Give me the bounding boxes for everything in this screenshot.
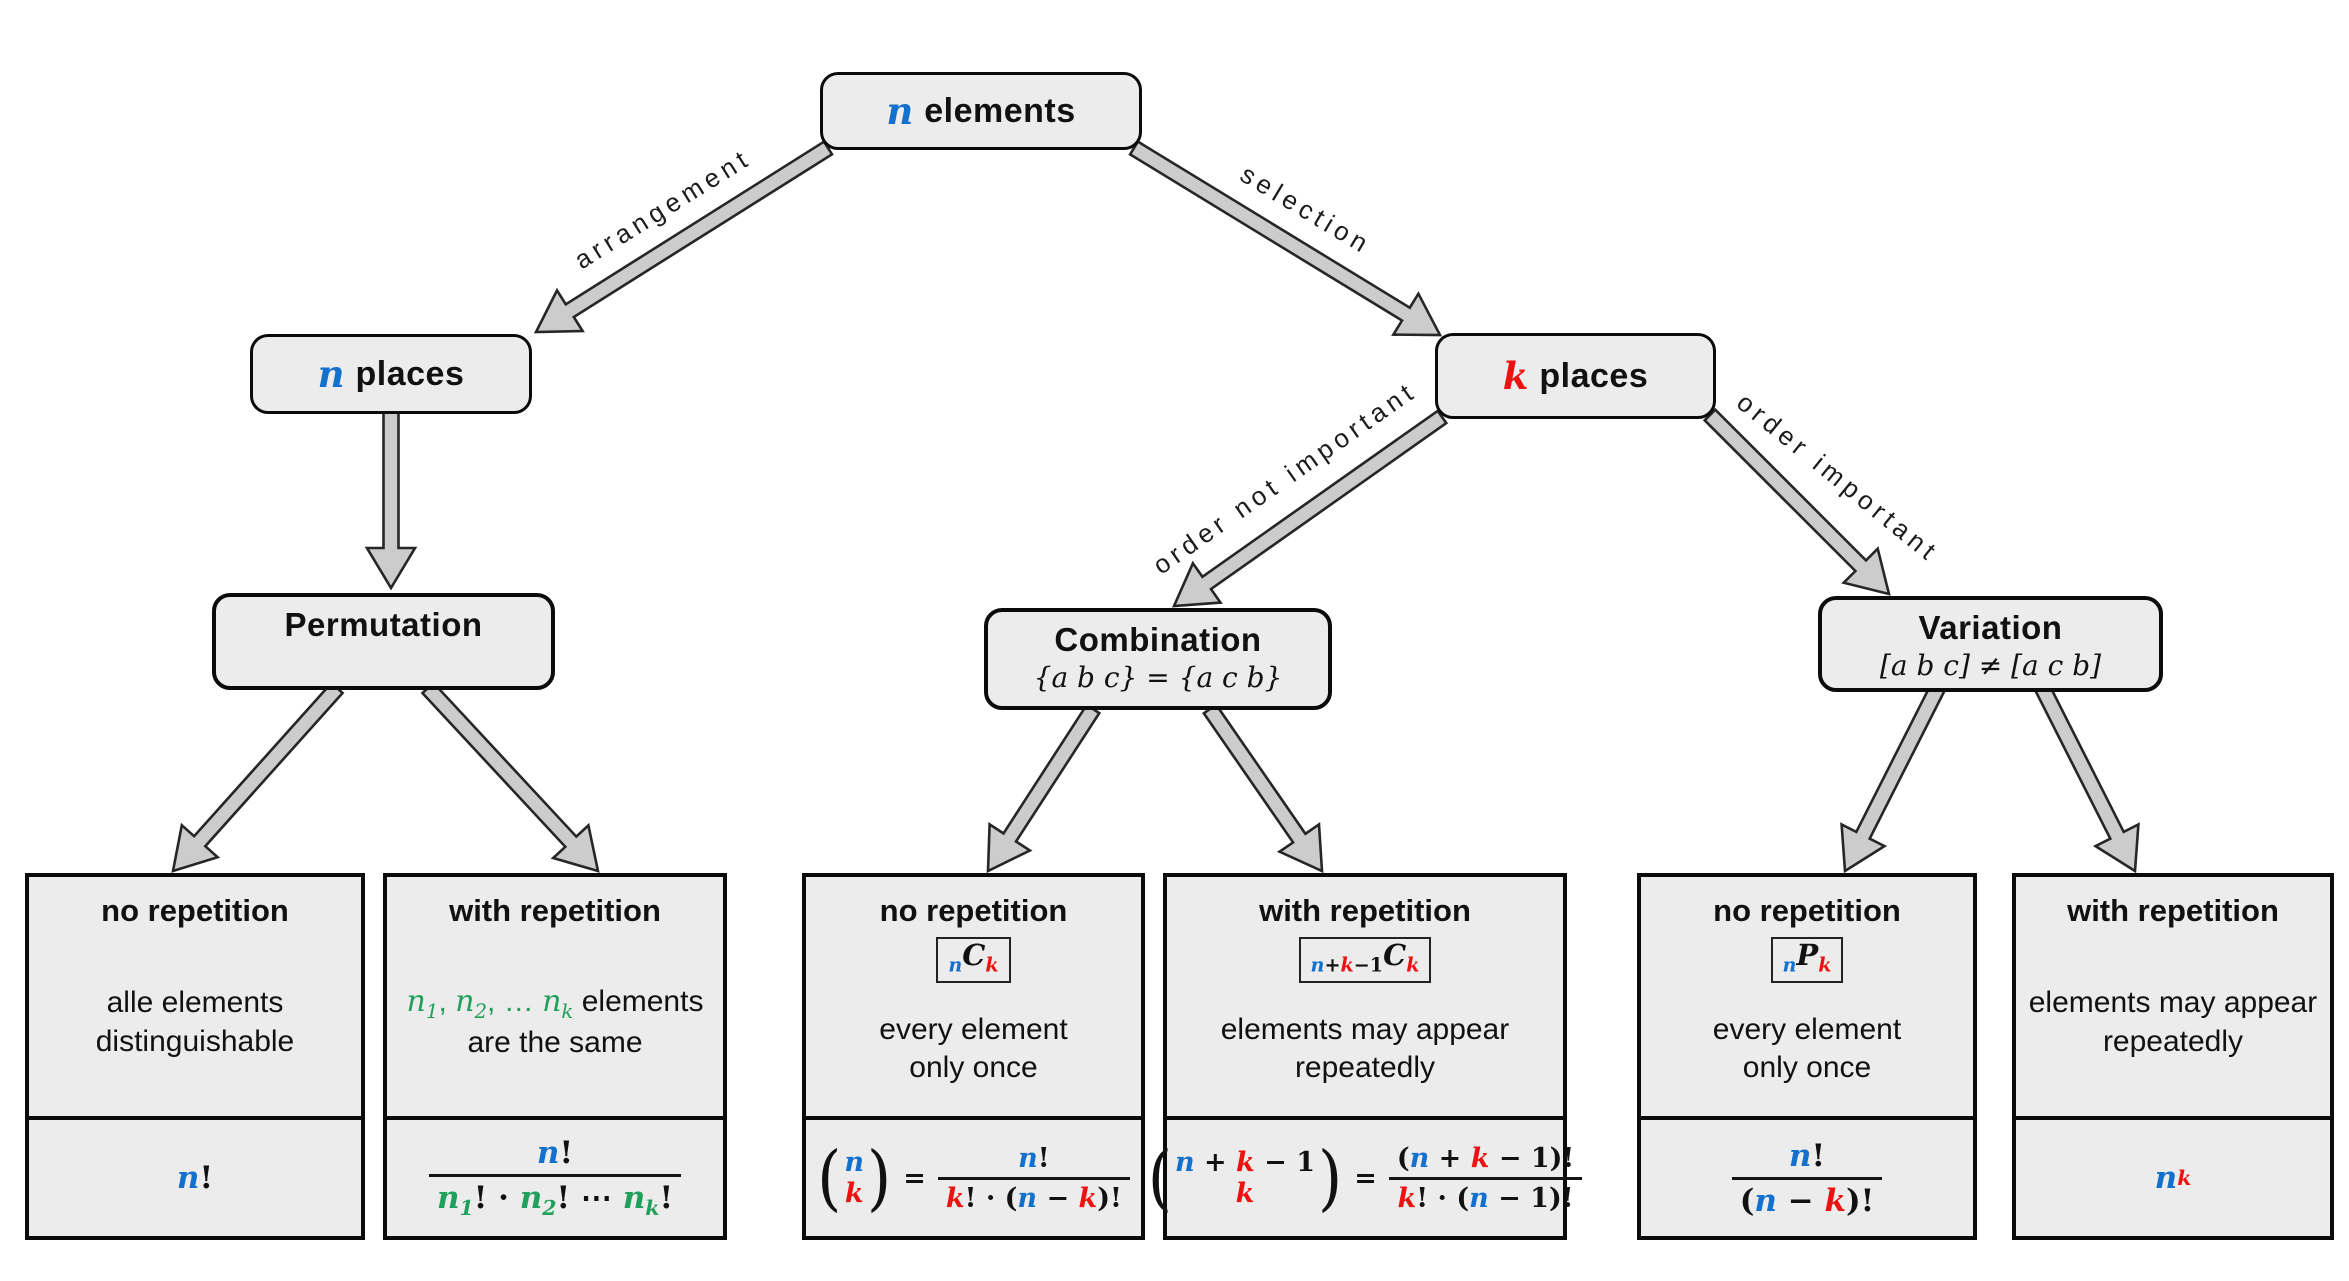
arrow-combination-left [986, 703, 1102, 874]
card-description: alle elements distinguishable [95, 986, 295, 1058]
card-top: with repetition elements may appear repe… [2016, 877, 2330, 1120]
n-variable: n [886, 89, 914, 133]
card-combination-with-repetition: with repetition n+k−1Ck elements may app… [1148, 873, 1583, 1240]
arrow-arrangement [533, 139, 834, 334]
card-combination-no-repetition: no repetition nCk every element only onc… [802, 873, 1145, 1240]
combination-subtitle: {a b c} = {a c b} [1033, 660, 1283, 694]
n-plus-k-minus-1-Ck-badge: n+k−1Ck [1298, 937, 1432, 983]
n-variable: n [317, 352, 345, 396]
card-title: no repetition [101, 893, 289, 928]
arrow-permutation-left [171, 681, 345, 873]
node-permutation: Permutation [212, 593, 555, 690]
card-description: elements may appear repeatedly [2028, 986, 2318, 1058]
card-permutation-with-repetition: with repetition n1, n2, … nk elements ar… [383, 873, 727, 1240]
card-formula: n!n1! · n2! ⋯ nk! [387, 1120, 723, 1236]
arrow-combination-right [1201, 702, 1324, 874]
combination-title: Combination [1054, 621, 1262, 658]
node-n-elements-label: elements [924, 91, 1076, 130]
card-title: with repetition [1259, 893, 1471, 928]
variation-subtitle: [a b c] ≠ [a c b] [1879, 648, 2102, 682]
card-top: no repetition nPk every element only onc… [1641, 877, 1973, 1120]
node-n-places-label: places [355, 354, 465, 393]
arrow-permutation-right [420, 681, 600, 873]
card-title: with repetition [449, 893, 661, 928]
card-description: every element only once [1712, 1012, 1902, 1085]
node-combination: Combination {a b c} = {a c b} [984, 608, 1332, 710]
arrow-selection [1128, 139, 1443, 337]
card-description: elements may appear repeatedly [1220, 1012, 1510, 1085]
permutation-title: Permutation [284, 606, 483, 643]
arrow-order-not-important [1171, 409, 1449, 608]
card-top: no repetition nCk every element only onc… [806, 877, 1141, 1120]
arrow-variation-right [2033, 681, 2140, 874]
arrow-n-places-to-permutation [364, 410, 418, 591]
nPk-badge: nPk [1770, 937, 1844, 983]
node-n-elements: n elements [820, 72, 1142, 150]
card-title: with repetition [2067, 893, 2279, 928]
card-top: no repetition alle elements distinguisha… [29, 877, 361, 1120]
card-variation-with-repetition: with repetition elements may appear repe… [2012, 873, 2334, 1240]
node-variation: Variation [a b c] ≠ [a c b] [1818, 596, 2163, 692]
variation-title: Variation [1918, 609, 2063, 646]
card-title: no repetition [1713, 893, 1901, 928]
card-permutation-no-repetition: no repetition alle elements distinguisha… [25, 873, 365, 1240]
card-formula: n! [176, 1160, 214, 1196]
card-top: with repetition n1, n2, … nk elements ar… [387, 877, 723, 1120]
card-variation-no-repetition: no repetition nPk every element only onc… [1637, 873, 1977, 1240]
arrow-order-important [1702, 407, 1891, 596]
card-description: n1, n2, … nk elements are the same [406, 983, 704, 1059]
card-title: no repetition [879, 893, 1068, 928]
k-variable: k [1502, 354, 1529, 398]
card-formula: n!(n − k)! [1641, 1120, 1973, 1236]
node-k-places: k places [1435, 333, 1716, 419]
node-n-places: n places [250, 334, 532, 414]
node-k-places-label: places [1539, 356, 1649, 395]
card-top: with repetition n+k−1Ck elements may app… [1167, 877, 1563, 1120]
nCk-badge: nCk [936, 937, 1011, 983]
arrow-variation-left [1840, 681, 1947, 874]
card-description: every element only once [879, 1012, 1068, 1085]
